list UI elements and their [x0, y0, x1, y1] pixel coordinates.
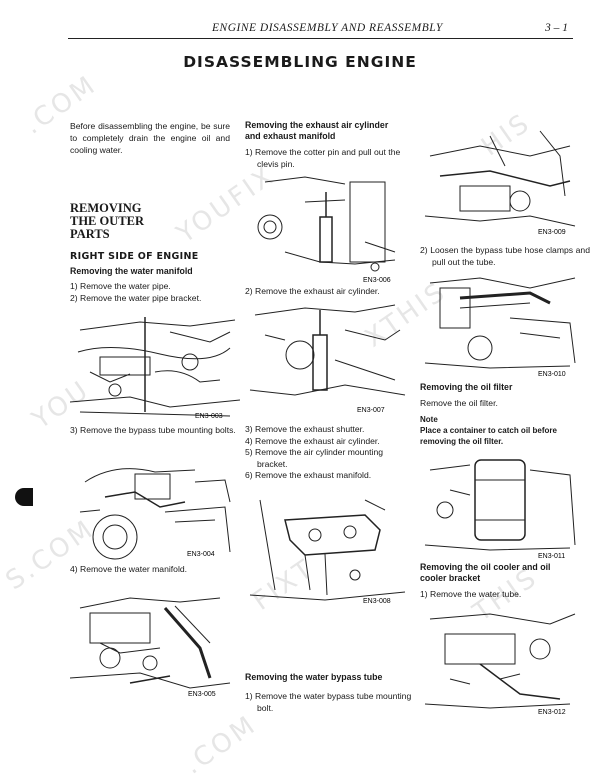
water-manifold-steps: 1) Remove the water pipe. 2) Remove the …	[70, 281, 235, 304]
page-number: 3 – 1	[545, 22, 568, 34]
bypass-heading: Removing the water bypass tube	[245, 672, 383, 682]
exhaust-step-1: 1) Remove the cotter pin and pull out th…	[245, 147, 401, 169]
exhaust-heading: Removing the exhaust air cylinder and ex…	[245, 120, 389, 141]
bypass-step-1: 1) Remove the water bypass tube mounting…	[245, 691, 412, 713]
step-item: 5) Remove the air cylinder mounting brac…	[245, 447, 384, 469]
figure-en3-007: EN3-007	[245, 300, 410, 416]
section-tab-marker	[15, 488, 33, 506]
running-header: ENGINE DISASSEMBLY AND REASSEMBLY	[212, 22, 443, 34]
figure-en3-003: EN3-003	[70, 312, 240, 422]
step-item: 4) Remove the exhaust air cylinder.	[245, 435, 380, 446]
figure-caption: EN3-005	[188, 691, 216, 698]
figure-caption: EN3-012	[538, 709, 566, 716]
right-side-heading: RIGHT SIDE OF ENGINE	[70, 251, 199, 262]
note-text: Place a container to catch oil before re…	[420, 426, 557, 446]
figure-en3-005: EN3-005	[70, 588, 235, 700]
step-water-manifold: 4) Remove the water manifold.	[70, 564, 188, 574]
oil-filter-heading: Removing the oil filter	[420, 382, 513, 392]
watermark: .COM	[178, 709, 263, 781]
step-clamps: 2) Loosen the bypass tube hose clamps an…	[420, 245, 590, 267]
figure-caption: EN3-010	[538, 371, 566, 378]
figure-en3-004: EN3-004	[75, 452, 235, 560]
figure-en3-006: EN3-006	[245, 172, 405, 284]
note-heading: Note	[420, 415, 438, 424]
exhaust-steps-rest: 3) Remove the exhaust shutter. 4) Remove…	[245, 424, 405, 482]
figure-en3-012: EN3-012	[420, 604, 580, 718]
step-item: 2) Remove the water pipe bracket.	[70, 292, 202, 303]
step-item: 3) Remove the exhaust shutter.	[245, 424, 365, 434]
figure-en3-008: EN3-008	[245, 490, 410, 608]
page-title: DISASSEMBLING ENGINE	[183, 53, 417, 71]
section-heading: REMOVING THE OUTER PARTS	[70, 201, 144, 241]
figure-caption: EN3-011	[538, 553, 565, 560]
step-item: 1) Remove the water pipe.	[70, 281, 171, 291]
oil-cooler-heading: Removing the oil cooler and oil cooler b…	[420, 562, 551, 583]
figure-caption: EN3-009	[538, 229, 566, 236]
step-item: 6) Remove the exhaust manifold.	[245, 470, 372, 480]
figure-caption: EN3-004	[187, 551, 215, 558]
figure-caption: EN3-008	[363, 598, 391, 605]
oil-filter-text: Remove the oil filter.	[420, 398, 498, 408]
figure-en3-011: EN3-011	[420, 450, 580, 562]
figure-en3-009: EN3-009	[420, 126, 580, 238]
figure-caption: EN3-003	[195, 413, 223, 420]
exhaust-step-2: 2) Remove the exhaust air cylinder.	[245, 286, 380, 296]
figure-en3-010: EN3-010	[420, 268, 580, 380]
step-bypass-bolts: 3) Remove the bypass tube mounting bolts…	[70, 425, 236, 435]
oil-cooler-step-1: 1) Remove the water tube.	[420, 589, 522, 599]
figure-caption: EN3-006	[363, 277, 391, 284]
intro-paragraph: Before disassembling the engine, be sure…	[70, 121, 230, 155]
header-rule	[68, 38, 573, 39]
figure-caption: EN3-007	[357, 407, 385, 414]
water-manifold-heading: Removing the water manifold	[70, 266, 193, 276]
